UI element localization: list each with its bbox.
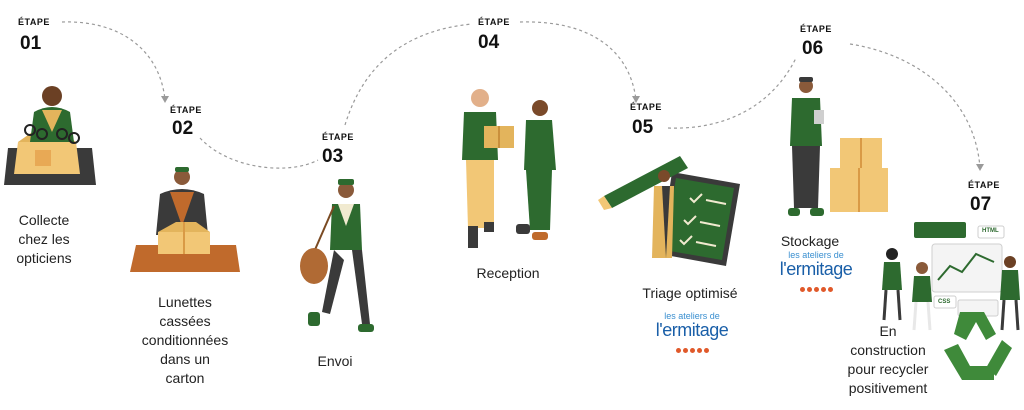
step-01-caption-line: Collecte: [18, 212, 70, 228]
brand-logo-step-06: les ateliers de l'ermitage: [776, 251, 856, 296]
step-03-caption-line: Envoi: [317, 353, 353, 369]
brand-line1: les ateliers de: [664, 311, 720, 321]
step-04-caption-line: Reception: [476, 265, 540, 281]
step-07-caption: En construction pour recycler positiveme…: [832, 322, 944, 398]
step-05-label: ÉTAPE: [630, 102, 662, 112]
brand-line2: l'ermitage: [779, 259, 853, 279]
brand-dots: [652, 341, 732, 357]
step-03-caption: Envoi: [300, 352, 370, 371]
step-02-caption: Lunettes cassées conditionnées dans un c…: [130, 293, 240, 388]
step-07-label: ÉTAPE: [968, 180, 1000, 190]
connector-03-04: [344, 23, 473, 126]
css-tag-label: CSS: [938, 299, 951, 305]
step-01-caption: Collecte chez les opticiens: [4, 211, 84, 268]
step-01-number: 01: [20, 33, 42, 54]
brand-line1: les ateliers de: [788, 250, 844, 260]
step-05-caption-line: Triage optimisé: [642, 285, 738, 301]
connector-04-05: [519, 21, 637, 101]
html-tag-label: HTML: [982, 228, 999, 234]
step-05-caption: Triage optimisé: [630, 284, 750, 303]
step-02-label: ÉTAPE: [170, 105, 202, 115]
connector-02-03: [199, 137, 319, 169]
step-07-caption-line: pour recycler: [847, 361, 929, 377]
step-07-number: 07: [970, 194, 992, 215]
step-07-caption-line: construction: [850, 342, 926, 358]
step-03-number: 03: [322, 146, 344, 167]
connector-06-07: [849, 43, 981, 169]
step-04-caption: Reception: [466, 264, 550, 283]
step-07-caption-line: positivement: [848, 380, 928, 396]
step-04-number: 04: [478, 32, 500, 53]
step-01-caption-line: chez les: [18, 231, 70, 247]
step-04-label: ÉTAPE: [478, 17, 510, 27]
step-02-caption-line: dans un: [160, 351, 210, 367]
step-02-number: 02: [172, 118, 194, 139]
connector-01-02: [61, 21, 166, 101]
step-02-caption-line: conditionnées: [141, 332, 229, 348]
brand-dots: [776, 280, 856, 296]
step-06-caption: Stockage: [770, 232, 850, 251]
brand-logo-step-05: les ateliers de l'ermitage: [652, 312, 732, 357]
step-07-caption-line: En: [879, 323, 897, 339]
step-06-number: 06: [802, 38, 824, 59]
step-06-label: ÉTAPE: [800, 24, 832, 34]
step-02-caption-line: carton: [165, 370, 205, 386]
step-01-label: ÉTAPE: [18, 17, 50, 27]
step-02-caption-line: cassées: [159, 313, 211, 329]
step-02-caption-line: Lunettes: [158, 294, 212, 310]
step-03-label: ÉTAPE: [322, 132, 354, 142]
step-01-caption-line: opticiens: [16, 250, 72, 266]
step-06-caption-line: Stockage: [780, 233, 840, 249]
step-05-number: 05: [632, 117, 654, 138]
brand-line2: l'ermitage: [655, 320, 729, 340]
